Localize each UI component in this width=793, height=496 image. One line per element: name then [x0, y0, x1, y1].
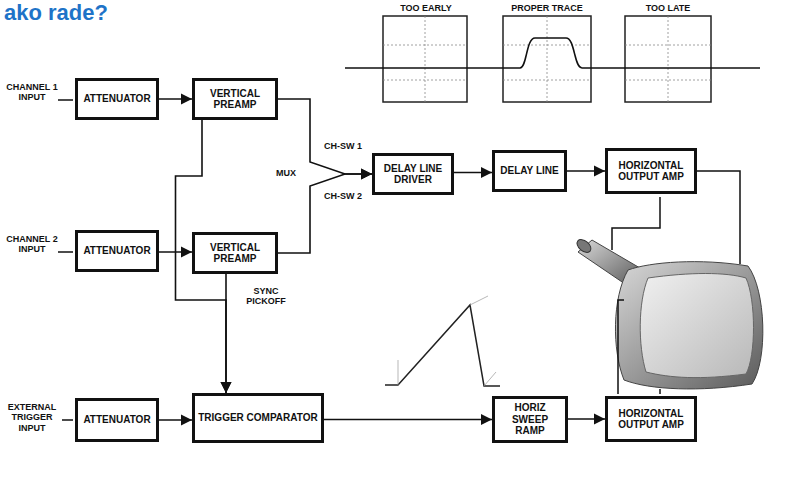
box-label: HORIZONTAL OUTPUT AMP	[608, 408, 694, 431]
sweep-waveform	[385, 296, 500, 386]
signal-connector	[278, 99, 372, 174]
signal-label: MUX	[270, 168, 302, 178]
box-label: DELAY LINE DRIVER	[375, 163, 451, 186]
signal-label: CH-SW 2	[318, 191, 368, 201]
block-box: ATTENUATOR	[75, 230, 159, 272]
signal-label: CHANNEL 2 INPUT	[6, 234, 58, 255]
block-box: DELAY LINE DRIVER	[372, 153, 454, 195]
signal-connector	[225, 274, 227, 393]
signal-label: CH-SW 1	[318, 141, 368, 151]
block-box: DELAY LINE	[492, 150, 567, 192]
signal-connector	[159, 419, 192, 421]
signal-connector	[454, 172, 492, 174]
scope-screens	[345, 16, 760, 102]
signal-label: EXTERNAL TRIGGER INPUT	[2, 402, 62, 433]
box-label: DELAY LINE	[497, 165, 561, 177]
signal-connector	[324, 419, 492, 421]
signal-connector	[567, 170, 605, 172]
signal-connector	[278, 174, 372, 253]
signal-label: TOO LATE	[625, 3, 711, 13]
signal-label: SYNC PICKOFF	[240, 286, 292, 307]
signal-label: TOO EARLY	[385, 3, 467, 13]
box-label: ATTENUATOR	[80, 414, 153, 426]
box-label: ATTENUATOR	[80, 93, 153, 105]
signal-connector	[568, 418, 605, 420]
block-box: VERTICAL PREAMP	[192, 232, 278, 274]
box-label: HORIZ SWEEP RAMP	[495, 402, 565, 437]
signal-label: CHANNEL 1 INPUT	[6, 82, 58, 103]
box-label: TRIGGER COMPARATOR	[195, 412, 320, 424]
block-box: HORIZ SWEEP RAMP	[492, 396, 568, 443]
block-box: VERTICAL PREAMP	[192, 78, 278, 120]
signal-label: PROPER TRACE	[503, 3, 591, 13]
block-box: ATTENUATOR	[75, 78, 159, 120]
page-title: ako rade?	[4, 0, 108, 26]
crt-tube	[575, 237, 763, 389]
box-label: HORIZONTAL OUTPUT AMP	[608, 160, 694, 183]
box-label: VERTICAL PREAMP	[195, 88, 275, 111]
block-box: TRIGGER COMPARATOR	[192, 393, 324, 443]
block-box: ATTENUATOR	[75, 398, 159, 442]
block-box: HORIZONTAL OUTPUT AMP	[605, 396, 697, 442]
signal-connector	[159, 98, 192, 100]
block-box: HORIZONTAL OUTPUT AMP	[605, 148, 697, 194]
box-label: VERTICAL PREAMP	[195, 242, 275, 265]
box-label: ATTENUATOR	[80, 245, 153, 257]
wires	[58, 100, 740, 420]
